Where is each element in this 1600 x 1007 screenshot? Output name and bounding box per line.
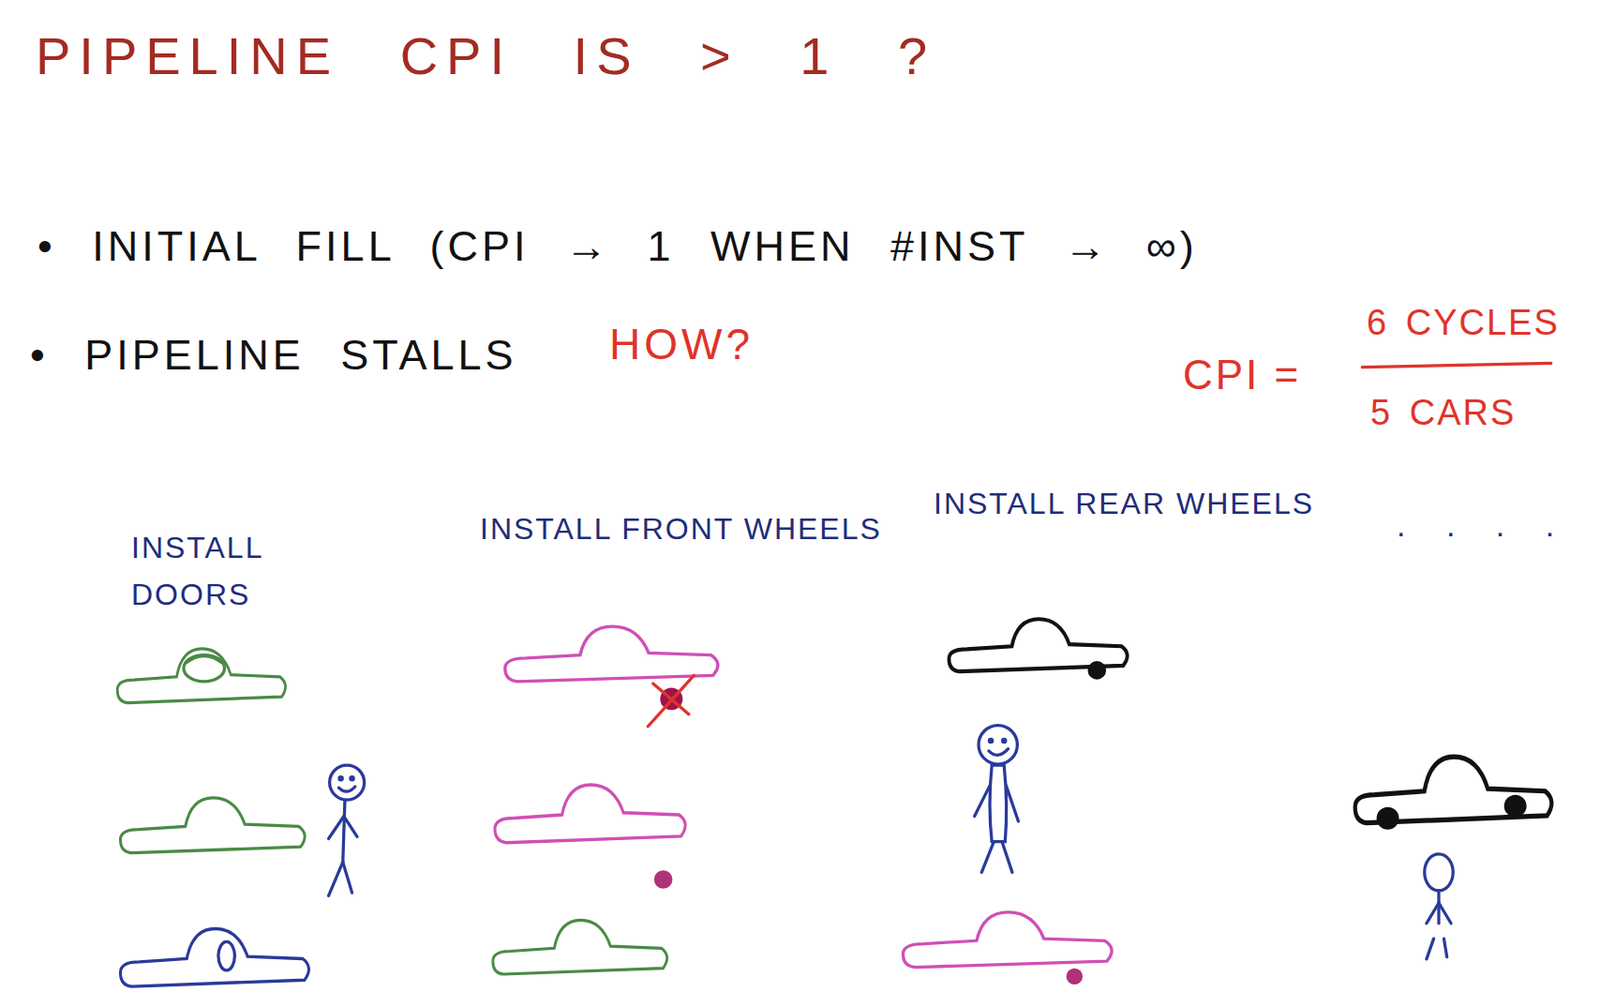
fraction-denominator: 5 CARS <box>1370 391 1516 435</box>
bullet-note: • PIPELINE STALLS <box>29 329 518 381</box>
wheel <box>1087 660 1107 680</box>
station-label: INSTALL REAR WHEELS <box>933 485 1315 522</box>
wheel <box>1376 807 1400 830</box>
car-body <box>493 919 668 974</box>
formula-label: CPI = <box>1182 350 1301 401</box>
car-with-door <box>119 927 309 987</box>
question-note: HOW? <box>609 318 754 371</box>
car-body <box>119 797 305 853</box>
missing-wheel-mark <box>647 674 694 726</box>
car-body <box>902 912 1112 968</box>
worker-figure <box>1424 853 1453 959</box>
station-label: INSTALL DOORS <box>131 524 270 618</box>
worker-figure <box>974 725 1019 873</box>
car-with-door <box>117 648 285 703</box>
fraction-bar <box>1361 362 1551 367</box>
wheel <box>654 869 673 889</box>
title: PIPELINE CPI IS > 1 ? <box>35 24 936 88</box>
wheel <box>1066 968 1083 985</box>
worker-figure <box>328 764 365 896</box>
bullet-note: • INITIAL FILL (CPI → 1 WHEN #INST → ∞) <box>37 221 1198 272</box>
car-body <box>505 626 718 682</box>
car-body <box>494 784 686 843</box>
fraction-numerator: 6 CYCLES <box>1366 301 1560 345</box>
wheel <box>1504 794 1527 818</box>
ellipsis-mark: . . . . <box>1396 506 1568 545</box>
station-label: INSTALL FRONT WHEELS <box>479 510 883 547</box>
